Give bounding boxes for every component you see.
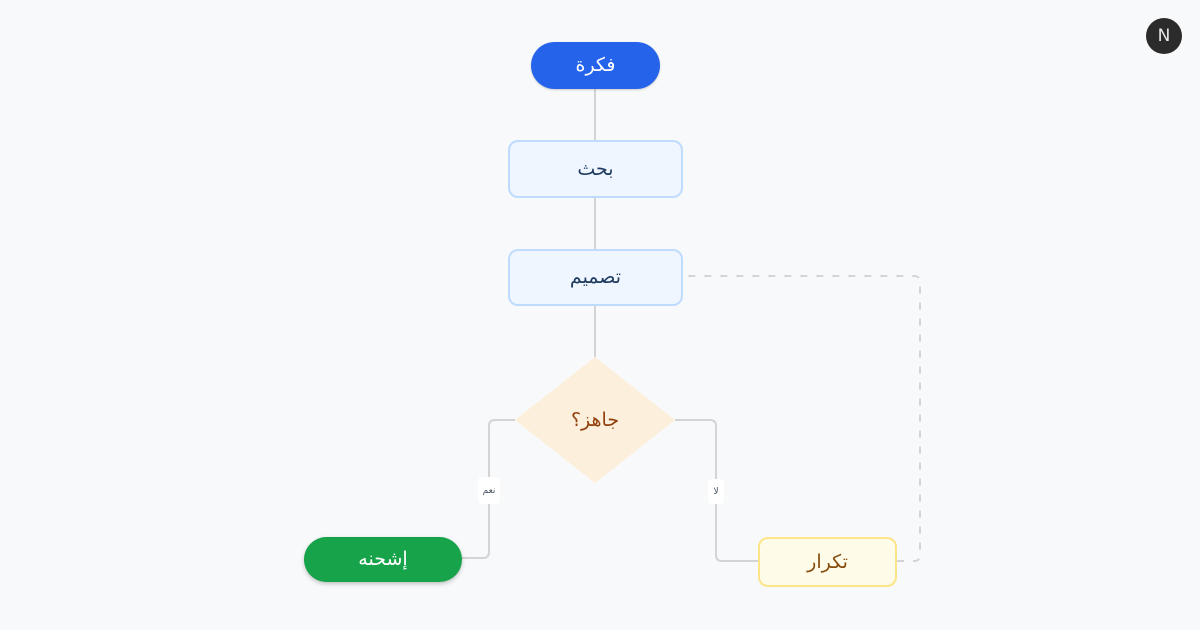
node-design-label: تصميم	[569, 266, 622, 288]
node-idea-label: فكرة	[575, 54, 616, 76]
node-iterate[interactable]: تكرار	[758, 537, 897, 587]
edge-iterate-design-feedback	[683, 275, 921, 562]
node-research-label: بحث	[577, 157, 614, 180]
node-ready-label: جاهز؟	[570, 408, 620, 431]
brand-logo-letter: N	[1157, 26, 1171, 46]
brand-logo[interactable]: N	[1146, 18, 1182, 54]
node-research[interactable]: بحث	[508, 140, 683, 198]
edge-label-no: لا	[708, 479, 724, 504]
node-idea[interactable]: فكرة	[531, 42, 660, 89]
node-ship-label: إشحنه	[358, 548, 408, 570]
node-ship[interactable]: إشحنه	[304, 537, 462, 582]
node-design[interactable]: تصميم	[508, 249, 683, 306]
node-iterate-label: تكرار	[807, 550, 848, 573]
edge-label-yes: نعم	[478, 477, 500, 504]
